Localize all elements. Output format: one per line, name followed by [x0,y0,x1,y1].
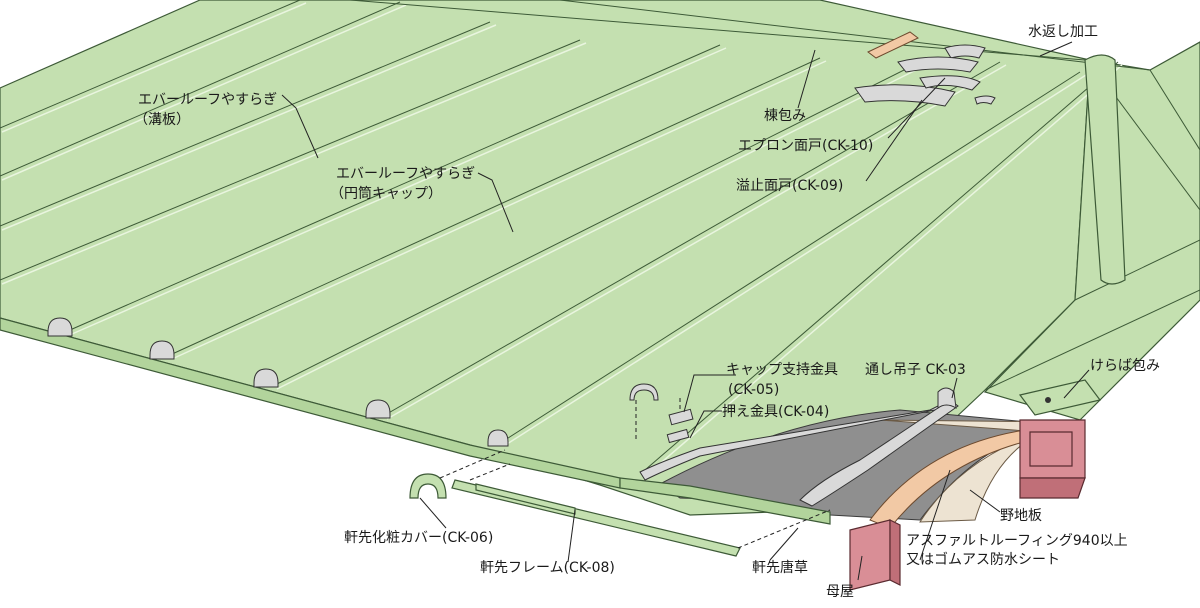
cutaway-section [619,387,1071,529]
leader-lines [281,41,1090,581]
label-munazutsumi: 棟包み [764,108,806,124]
label-evaroof-cap-2: （円筒キャップ） [330,185,442,202]
label-moya: 母屋 [826,584,854,600]
label-evaroof-mizoita-1: エバールーフやすらぎ [138,92,277,108]
label-nokisaki-karakusa: 軒先唐草 [752,559,808,576]
labels: 水返し加工 エバールーフやすらぎ （溝板） エバールーフやすらぎ （円筒キャップ… [134,24,1160,600]
label-nokisaki-cover: 軒先化粧カバー(CK-06) [344,530,493,546]
moya-beam [849,419,1086,591]
label-cap-shiji-2: (CK-05) [728,382,779,398]
keraba-wrap [1018,379,1102,416]
label-noji: 野地板 [1000,508,1042,524]
label-evaroof-mizoita-2: （溝板） [134,112,190,128]
eave-parts [409,449,831,557]
label-afuredome: 溢止面戸(CK-09) [736,178,843,194]
roof-seams [0,0,1151,475]
label-mizugaeshi: 水返し加工 [1028,24,1098,40]
label-cap-shiji-1: キャップ支持金具 [726,362,838,378]
label-keraba: けらば包み [1090,358,1160,374]
label-nokisaki-frame: 軒先フレーム(CK-08) [480,560,615,576]
exploded-fittings [629,383,694,444]
label-tooshi: 通し吊子 CK-03 [865,362,966,378]
label-apron: エプロン面戸(CK-10) [738,138,873,154]
label-evaroof-cap-1: エバールーフやすらぎ [336,166,475,182]
ridge-parts [854,31,1126,285]
label-asphalt-2: 又はゴムアス防水シート [906,551,1060,568]
label-osae: 押え金具(CK-04) [722,404,829,420]
label-asphalt-1: アスファルトルーフィング940以上 [906,533,1128,549]
cap-ends [47,317,509,447]
